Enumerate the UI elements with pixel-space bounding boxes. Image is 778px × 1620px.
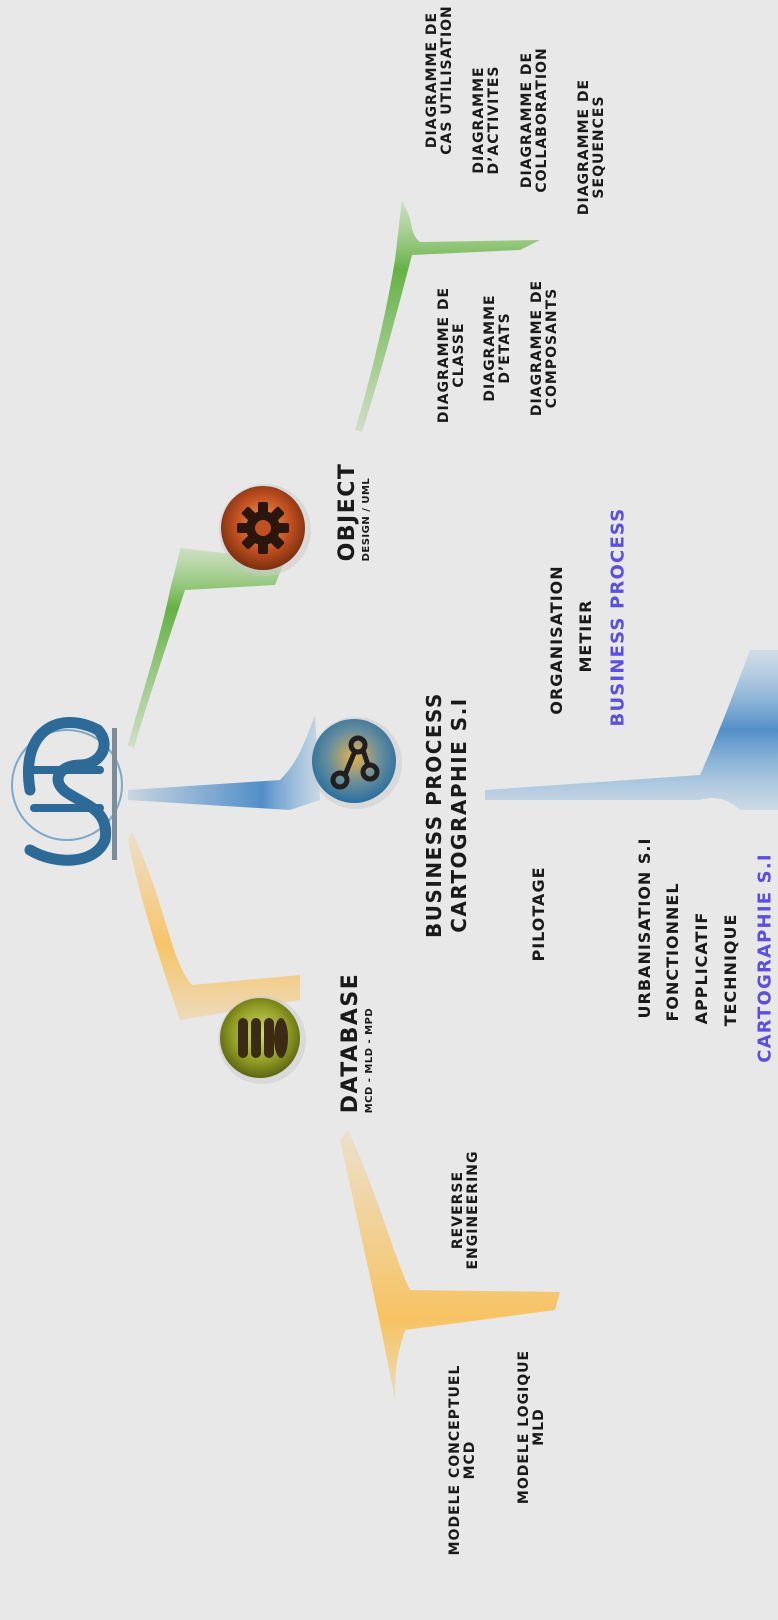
object-subtitle: DESIGN / UML <box>361 477 372 562</box>
reverse-engineering-label: REVERSE ENGINEERING <box>450 1150 481 1270</box>
pilotage-label: PILOTAGE <box>529 866 548 962</box>
business-node-icon <box>310 717 402 809</box>
cartographie-label: CARTOGRAPHIE S.I <box>754 853 776 1063</box>
diagramme-collaboration-label: DIAGRAMME DE COLLABORATION <box>519 47 550 193</box>
branch-business-items <box>485 650 778 810</box>
business-title-line2: CARTOGRAPHIE S.I <box>447 697 471 933</box>
database-subtitle: MCD - MLD - MPD <box>364 1007 375 1114</box>
branch-database-items <box>340 1130 560 1400</box>
diagramme-sequences-label: DIAGRAMME DE SEQUENCES <box>576 78 607 216</box>
metier-label: METIER <box>576 599 595 673</box>
modele-conceptuel-label: MODELE CONCEPTUEL MCD <box>447 1364 478 1556</box>
business-process-label: BUSINESS PROCESS <box>607 507 629 727</box>
organisation-label: ORGANISATION <box>547 565 566 715</box>
diagramme-etats-label: DIAGRAMME D’ETATS <box>482 294 513 402</box>
diagramme-composants-label: DIAGRAMME DE COMPOSANTS <box>529 279 560 417</box>
diagramme-cas-utilisation-label: DIAGRAMME DE CAS UTILISATION <box>424 5 455 155</box>
gear-icon <box>237 502 289 554</box>
urbanisation-label: URBANISATION S.I <box>635 837 654 1019</box>
branch-business <box>128 715 320 810</box>
database-title: DATABASE <box>338 972 363 1114</box>
technique-label: TECHNIQUE <box>721 913 740 1027</box>
business-title-line1: BUSINESS PROCESS <box>422 692 446 938</box>
flow-nodes-icon <box>330 735 380 790</box>
branch-database <box>128 832 300 1020</box>
diagramme-classe-label: DIAGRAMME DE CLASSE <box>436 286 467 424</box>
object-node-icon <box>219 484 311 576</box>
business-process-node: BUSINESS PROCESS CARTOGRAPHIE S.I <box>422 692 472 938</box>
branch-object-items <box>355 200 540 432</box>
database-node-icon <box>218 996 306 1084</box>
object-title: OBJECT <box>335 462 360 562</box>
applicatif-label: APPLICATIF <box>692 911 711 1025</box>
modele-logique-label: MODELE LOGIQUE MLD <box>516 1349 547 1505</box>
diagramme-activites-label: DIAGRAMME D’ACTIVITES <box>471 65 502 175</box>
wd-logo <box>11 717 123 866</box>
branch-object <box>128 548 285 748</box>
database-node: DATABASE MCD - MLD - MPD <box>338 973 376 1114</box>
fonctionnel-label: FONCTIONNEL <box>663 882 682 1022</box>
database-icon <box>238 1018 288 1058</box>
object-node: OBJECT DESIGN / UML <box>335 463 373 562</box>
